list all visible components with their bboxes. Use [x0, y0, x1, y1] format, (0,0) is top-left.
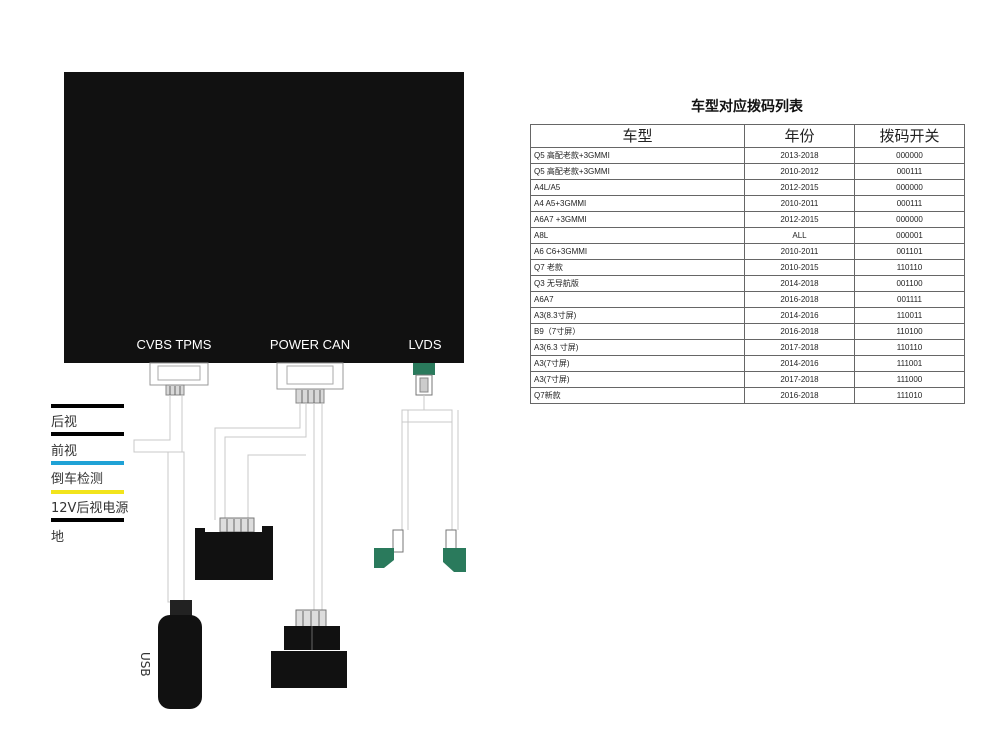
cell-model: A8L — [530, 227, 745, 244]
cell-year: 2012-2015 — [744, 179, 855, 196]
cell-dip-code: 000111 — [854, 195, 965, 212]
table-header-row: 车型 年份 拨码开关 — [530, 124, 965, 148]
cell-model: A3(7寸屏) — [530, 371, 745, 388]
cell-model: A6 C6+3GMMI — [530, 243, 745, 260]
cell-dip-code: 111001 — [854, 355, 965, 372]
cell-model: Q7 老款 — [530, 259, 745, 276]
cell-dip-code: 000001 — [854, 227, 965, 244]
cell-year: 2010-2011 — [744, 243, 855, 260]
cell-model: Q5 高配老款+3GMMI — [530, 147, 745, 164]
wire-label-ground: 地 — [51, 530, 65, 545]
column-header-model: 车型 — [530, 124, 745, 148]
wire-bar-ground — [51, 518, 124, 522]
cell-model: B9（7寸屏） — [530, 323, 745, 340]
power-plug-small — [195, 517, 273, 580]
cell-dip-code: 110110 — [854, 259, 965, 276]
cell-model: Q3 无导航版 — [530, 275, 745, 292]
lvds-plug-left — [374, 529, 404, 568]
cell-dip-code: 001101 — [854, 243, 965, 260]
wire-label-front-view: 前视 — [51, 444, 78, 459]
cell-dip-code: 000000 — [854, 179, 965, 196]
cell-year: 2014-2016 — [744, 307, 855, 324]
cell-dip-code: 001100 — [854, 275, 965, 292]
cell-dip-code: 111010 — [854, 387, 965, 404]
wire-label-reverse-detect: 倒车检测 — [51, 472, 104, 487]
cell-year: 2013-2018 — [744, 147, 855, 164]
cvbs-harness — [133, 395, 185, 603]
cell-dip-code: 110100 — [854, 323, 965, 340]
power-can-connector — [276, 362, 344, 404]
wire-label-12v-rear-view-power: 12V后视电源 — [51, 501, 129, 516]
wire-label-rear-view: 后视 — [51, 415, 78, 430]
cell-model: A3(7寸屏) — [530, 355, 745, 372]
port-label-power-can: POWER CAN — [270, 337, 350, 352]
cell-year: 2014-2016 — [744, 355, 855, 372]
table-title: 车型对应拨码列表 — [691, 99, 803, 115]
cell-year: 2014-2018 — [744, 275, 855, 292]
cell-dip-code: 000000 — [854, 147, 965, 164]
cell-year: 2017-2018 — [744, 371, 855, 388]
cvbs-connector — [149, 362, 209, 396]
cell-year: 2010-2011 — [744, 195, 855, 212]
power-plug-large — [271, 609, 347, 688]
cell-dip-code: 000000 — [854, 211, 965, 228]
lvds-connector — [413, 363, 435, 396]
usb-label: USB — [138, 652, 152, 677]
lvds-plug-right — [443, 529, 466, 572]
port-label-lvds: LVDS — [409, 337, 442, 352]
cell-year: 2016-2018 — [744, 387, 855, 404]
cell-year: 2010-2015 — [744, 259, 855, 276]
cell-year: 2010-2012 — [744, 163, 855, 180]
power-can-harness — [214, 403, 323, 612]
port-label-cvbs-tpms: CVBS TPMS — [137, 337, 212, 352]
column-header-year: 年份 — [744, 124, 855, 148]
cell-dip-code: 000111 — [854, 163, 965, 180]
wire-bar-rear-view — [51, 404, 124, 408]
cell-model: Q5 高配老款+3GMMI — [530, 163, 745, 180]
cell-model: A6A7 — [530, 291, 745, 308]
main-unit-box — [64, 72, 464, 363]
cell-year: 2017-2018 — [744, 339, 855, 356]
cell-dip-code: 110011 — [854, 307, 965, 324]
cell-model: A3(6.3 寸屏) — [530, 339, 745, 356]
wire-bar-12v — [51, 490, 124, 494]
usb-plug — [158, 600, 202, 709]
cell-model: A3(8.3寸屏) — [530, 307, 745, 324]
cell-dip-code: 110110 — [854, 339, 965, 356]
cell-model: Q7新款 — [530, 387, 745, 404]
wire-bar-front-view — [51, 432, 124, 436]
cell-year: ALL — [744, 227, 855, 244]
lvds-harness — [401, 395, 459, 530]
cell-model: A4 A5+3GMMI — [530, 195, 745, 212]
column-header-dip-switch: 拨码开关 — [854, 124, 965, 148]
cell-dip-code: 111000 — [854, 371, 965, 388]
cell-dip-code: 001111 — [854, 291, 965, 308]
cell-model: A6A7 +3GMMI — [530, 211, 745, 228]
cell-year: 2016-2018 — [744, 291, 855, 308]
cell-year: 2012-2015 — [744, 211, 855, 228]
wire-bar-reverse-detect — [51, 461, 124, 465]
cell-model: A4L/A5 — [530, 179, 745, 196]
cell-year: 2016-2018 — [744, 323, 855, 340]
